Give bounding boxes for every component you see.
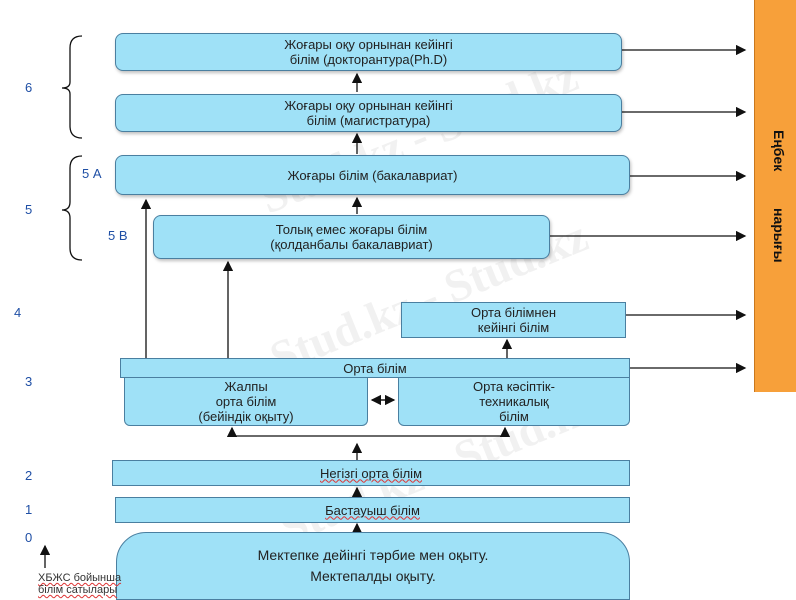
box-vocational-text: Орта кәсіптік- техникалық білім <box>473 379 555 424</box>
box-preschool: Мектепке дейінгі тәрбие мен оқыту. Мекте… <box>116 532 630 600</box>
box-general-secondary-text: Жалпы орта білім (бейіндік оқыту) <box>198 379 294 424</box>
level-5b-label: 5 В <box>108 228 128 243</box>
level-2-label: 2 <box>25 468 33 483</box>
box-preschool-line2: Мектепалды оқыту. <box>310 568 436 584</box>
box-basic-secondary: Негізгі орта білім <box>112 460 630 486</box>
level-3-label: 3 <box>25 374 33 389</box>
box-bachelor-text: Жоғары білім (бакалавриат) <box>287 167 458 183</box>
box-applied-bachelor: Толық емес жоғары білім (қолданбалы бака… <box>153 215 550 259</box>
box-masters-text: Жоғары оқу орнынан кейінгі білім (магист… <box>284 98 453 128</box>
isced-legend: ХБЖС бойынша білім сатылары <box>38 572 121 596</box>
level-5a-label: 5 А <box>82 166 102 181</box>
level-4-label: 4 <box>14 305 22 320</box>
level-0-label: 0 <box>25 530 33 545</box>
box-post-secondary: Орта білімнен кейінгі білім <box>401 302 626 338</box>
box-applied-bachelor-text: Толық емес жоғары білім (қолданбалы бака… <box>270 222 433 252</box>
box-secondary: Орта білім <box>120 358 630 378</box>
level-5-label: 5 <box>25 202 33 217</box>
box-basic-secondary-text: Негізгі орта білім <box>319 465 423 481</box>
level-6-label: 6 <box>25 80 33 95</box>
box-secondary-text: Орта білім <box>343 360 407 376</box>
labor-market-bar: Еңбек нарығы <box>754 0 796 392</box>
box-doctorate-text: Жоғары оқу орнынан кейінгі білім (доктор… <box>284 37 453 67</box>
box-post-secondary-text: Орта білімнен кейінгі білім <box>470 305 557 335</box>
isced-legend-text: ХБЖС бойынша білім сатылары <box>38 572 122 596</box>
box-primary-text: Бастауыш білім <box>325 502 420 518</box>
box-bachelor: Жоғары білім (бакалавриат) <box>115 155 630 195</box>
box-doctorate: Жоғары оқу орнынан кейінгі білім (доктор… <box>115 33 622 71</box>
level-1-label: 1 <box>25 502 33 517</box>
box-primary: Бастауыш білім <box>115 497 630 523</box>
box-masters: Жоғары оқу орнынан кейінгі білім (магист… <box>115 94 622 132</box>
box-general-secondary: Жалпы орта білім (бейіндік оқыту) <box>124 378 368 426</box>
box-vocational: Орта кәсіптік- техникалық білім <box>398 378 630 426</box>
box-preschool-line1: Мектепке дейінгі тәрбие мен оқыту. <box>257 547 489 563</box>
